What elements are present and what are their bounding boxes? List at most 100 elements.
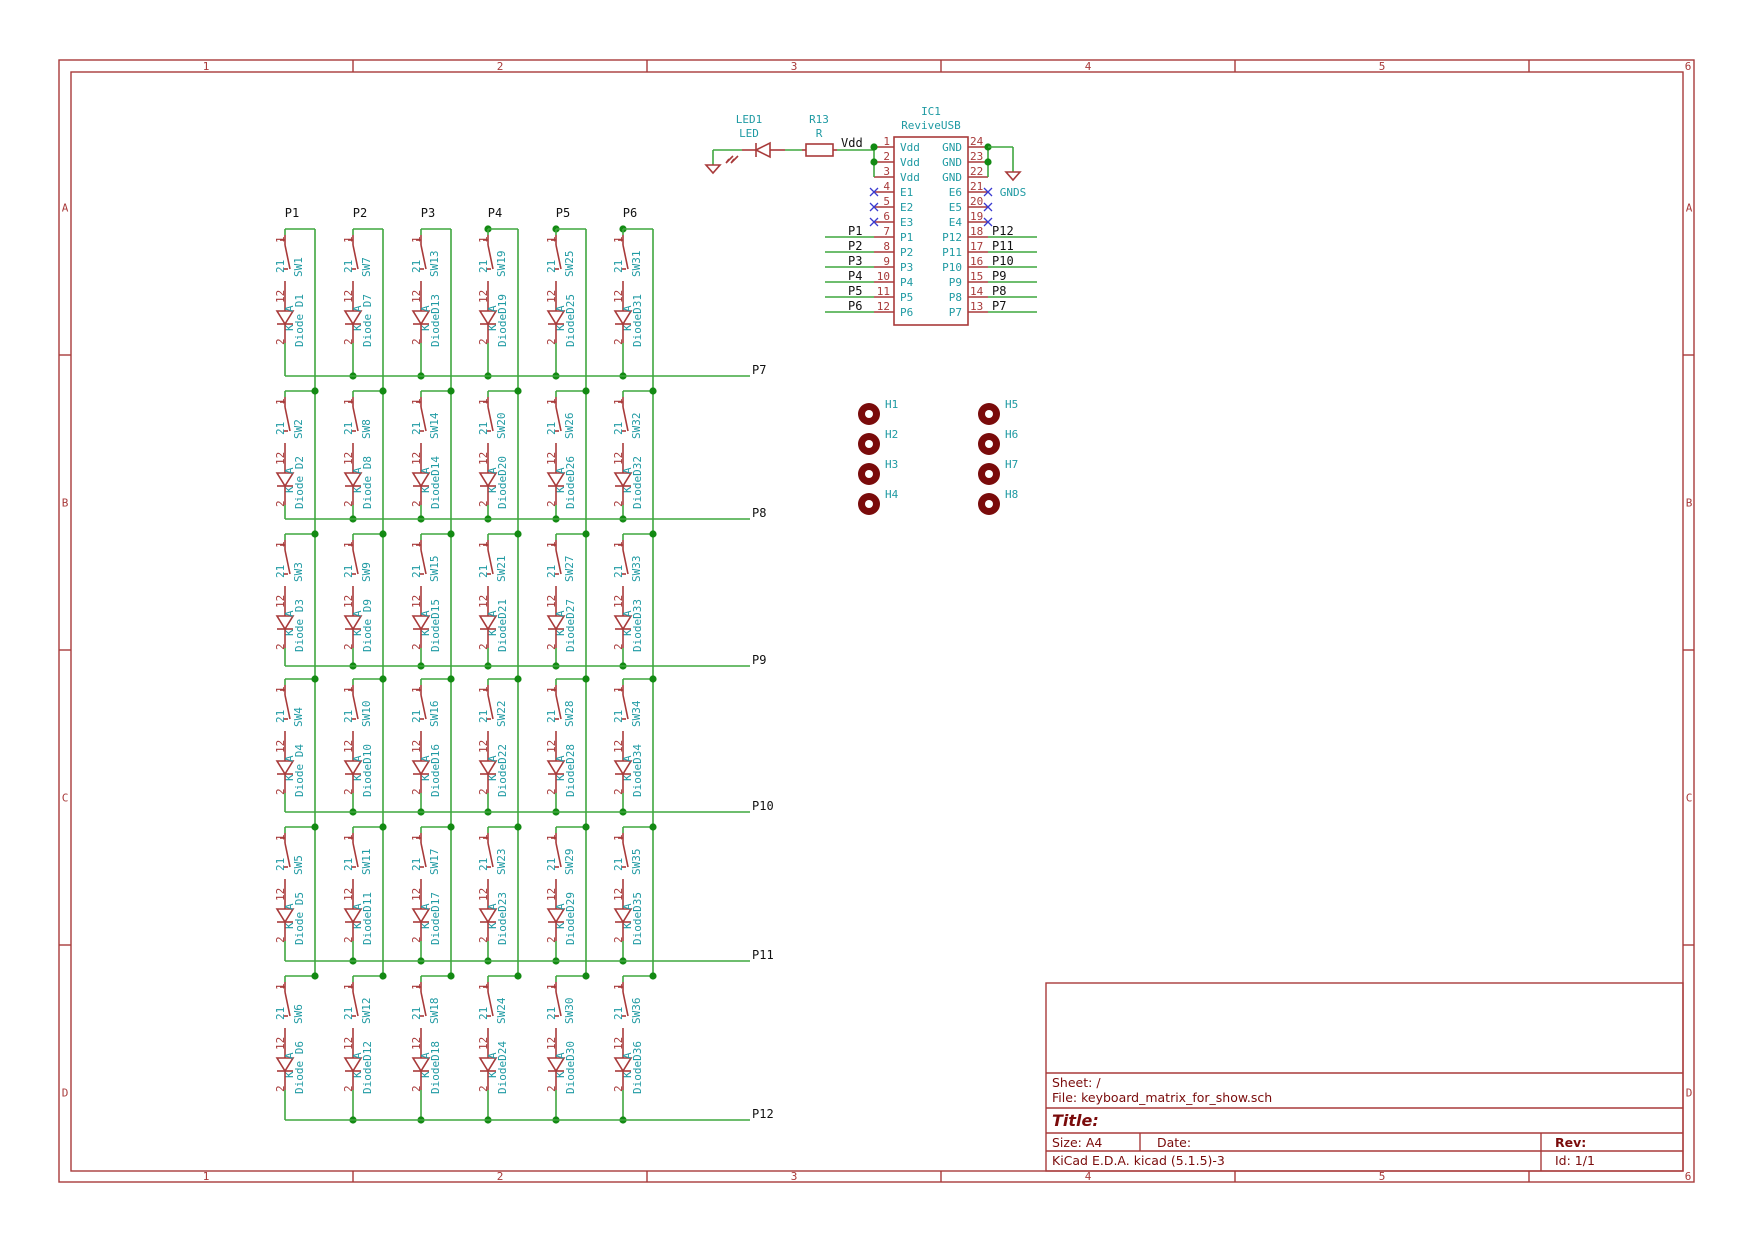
- diode-cathode-label: K: [486, 922, 499, 929]
- mounting-hole-h4[interactable]: H4: [858, 488, 899, 515]
- switch-blade-icon: [487, 842, 494, 868]
- diode-ref-d1: Diode D1: [293, 294, 306, 347]
- inner-border: [70, 71, 1684, 1172]
- switch-blade-icon: [284, 406, 291, 432]
- row-net-label-p9: P9: [752, 653, 766, 667]
- mounting-hole-h5[interactable]: H5: [978, 398, 1018, 425]
- diode-pin-number: 12: [545, 290, 558, 303]
- diode-triangle-icon: [613, 472, 633, 488]
- frame-row-label: D: [1686, 1087, 1693, 1100]
- ic-pin-number: 7: [883, 225, 890, 238]
- diode-triangle-icon: [546, 908, 566, 924]
- rev-label: Rev:: [1555, 1135, 1586, 1150]
- mounting-hole-ref: H3: [885, 458, 898, 471]
- diode-pin-number: 12: [545, 1037, 558, 1050]
- diode-pin-number: 12: [477, 888, 490, 901]
- switch-blade-icon: [487, 991, 494, 1017]
- ic-pin-name-e1: E1: [900, 186, 913, 199]
- diode-cathode-label: K: [554, 922, 567, 929]
- diode-triangle-icon: [613, 615, 633, 631]
- mounting-hole-center: [985, 500, 993, 508]
- switch-pin-number: 1: [410, 834, 423, 841]
- ic-pin-number: 3: [883, 165, 890, 178]
- ic-pin-name-p4: P4: [900, 276, 914, 289]
- diode-cathode-label: K: [351, 1071, 364, 1078]
- diode-cathode-label: K: [419, 1071, 432, 1078]
- mounting-hole-h3[interactable]: H3: [858, 458, 898, 485]
- ic-pin-name-p7: P7: [949, 306, 962, 319]
- switch-pin-number: 1: [410, 686, 423, 693]
- diode-ref-d12: DiodeD12: [361, 1041, 374, 1094]
- diode-pin-number: 2: [545, 936, 558, 943]
- ic-pin-number: 5: [883, 195, 890, 208]
- diode-pin-number: 12: [342, 740, 355, 753]
- diode-anode-label: A: [351, 1052, 364, 1059]
- mounting-hole-h7[interactable]: H7: [978, 458, 1018, 485]
- mounting-hole-h8[interactable]: H8: [978, 488, 1018, 515]
- mounting-hole-h1[interactable]: H1: [858, 398, 898, 425]
- switch-ref-sw1: SW1: [292, 257, 305, 277]
- switch-pin-number: 1: [410, 541, 423, 548]
- switch-blade-icon: [420, 406, 427, 432]
- no-connect-icon: [983, 217, 993, 227]
- mounting-hole-h2[interactable]: H2: [858, 428, 898, 455]
- diode-pin-number: 2: [477, 338, 490, 345]
- column-net-label-p5: P5: [556, 206, 570, 220]
- ic-pin-number: 20: [970, 195, 983, 208]
- row-net-label-p7: P7: [752, 363, 766, 377]
- diode-pin-number: 12: [612, 595, 625, 608]
- diode-pin-number: 2: [342, 643, 355, 650]
- ic-pin-name-gnd: GND: [942, 171, 962, 184]
- diode-pin-number: 2: [612, 500, 625, 507]
- diode-anode-label: A: [351, 903, 364, 910]
- diode-ref-d24: DiodeD24: [496, 1041, 509, 1094]
- diode-pin-number: 12: [410, 740, 423, 753]
- switch-pin-number: 1: [545, 398, 558, 405]
- vdd-net-label: Vdd: [841, 136, 863, 150]
- switch-pin-number: 21: [410, 422, 423, 435]
- diode-anode-label: A: [283, 610, 296, 617]
- row-net-label-p8: P8: [752, 506, 766, 520]
- mounting-hole-h6[interactable]: H6: [978, 428, 1018, 455]
- diode-pin-number: 12: [342, 595, 355, 608]
